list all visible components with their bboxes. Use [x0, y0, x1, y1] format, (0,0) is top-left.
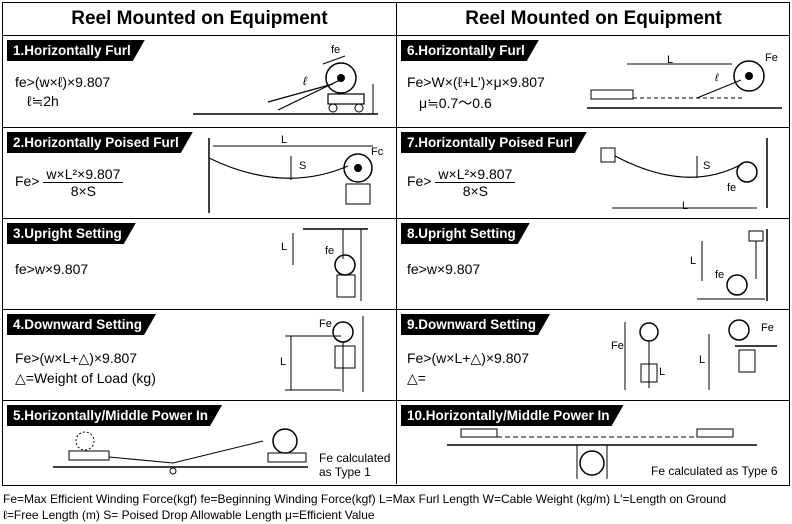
section-1-subformula: ℓ≒2h [27, 93, 59, 109]
section-9-diagram [624, 319, 777, 390]
section-6-diagram [587, 60, 782, 109]
section-4: 4.Downward Setting Fe>(w×L+△)×9.807 △=We… [3, 310, 396, 401]
section-7-numerator: w×L²×9.807 [435, 166, 516, 183]
section-3-diagram [292, 228, 368, 301]
section-7-formula: Fe> w×L²×9.807 8×S [407, 166, 516, 199]
section-6-label-l: ℓ [715, 72, 719, 84]
section-2-numerator: w×L²×9.807 [43, 166, 124, 183]
section-8: 8.Upright Setting fe>w×9.807 L fe [397, 219, 790, 310]
section-7-label-L: L [682, 200, 689, 212]
section-8-diagram [697, 229, 768, 301]
section-1-formula: fe>(w×ℓ)×9.807 [15, 74, 111, 90]
section-10-note: Fe calculated as Type 6 [651, 464, 778, 478]
section-6-label-L: L [667, 54, 674, 66]
section-4-label-L: L [280, 356, 287, 368]
section-8-label-fe: fe [715, 269, 725, 281]
section-4-subformula: △=Weight of Load (kg) [15, 370, 156, 386]
section-2: 2.Horizontally Poised Furl Fe> w×L²×9.80… [3, 128, 396, 219]
section-2-denominator: 8×S [70, 183, 97, 199]
section-7-label-fe: fe [727, 182, 737, 194]
section-5-header: 5.Horizontally/Middle Power In [7, 405, 222, 426]
section-6-subformula: μ≒0.7〜0.6 [419, 95, 492, 111]
section-6-label-Fe: Fe [765, 52, 778, 64]
section-8-header: 8.Upright Setting [401, 223, 530, 244]
section-2-diagram [208, 138, 373, 213]
section-6: 6.Horizontally Furl Fe>W×(ℓ+L')×μ×9.807 … [397, 36, 790, 128]
section-4-formula: Fe>(w×L+△)×9.807 [15, 350, 138, 366]
section-9-label-Fe-2: Fe [761, 322, 774, 334]
section-9: 9.Downward Setting Fe>(w×L+△)×9.807 △= F… [397, 310, 790, 401]
section-5: 5.Horizontally/Middle Power In Fe calcul… [3, 401, 396, 484]
section-6-formula: Fe>W×(ℓ+L')×μ×9.807 [407, 74, 545, 90]
legend-line-2: ℓ=Free Length (m) S= Poised Drop Allowab… [3, 508, 375, 522]
section-10-header: 10.Horizontally/Middle Power In [401, 405, 624, 426]
section-3-label-L: L [281, 241, 288, 253]
section-9-formula: Fe>(w×L+△)×9.807 [407, 350, 530, 366]
section-1-label-fe: fe [331, 44, 341, 56]
section-2-label-Fc: Fc [371, 146, 384, 158]
section-5-diagram [53, 428, 308, 475]
section-2-formula-prefix: Fe> [15, 173, 40, 190]
section-9-label-L-2: L [699, 354, 706, 366]
right-column: Reel Mounted on Equipment 6.Horizontally… [396, 3, 790, 484]
equipment-reel-table: Reel Mounted on Equipment 1.Horizontally… [2, 2, 790, 486]
section-6-header: 6.Horizontally Furl [401, 40, 539, 61]
right-column-title: Reel Mounted on Equipment [397, 3, 790, 36]
section-8-formula: fe>w×9.807 [407, 261, 481, 277]
section-4-header: 4.Downward Setting [7, 314, 156, 335]
section-10: 10.Horizontally/Middle Power In Fe calcu… [397, 401, 790, 484]
left-column-title: Reel Mounted on Equipment [3, 3, 396, 36]
legend-line-1: Fe=Max Efficient Winding Force(kgf) fe=B… [3, 492, 727, 506]
section-4-diagram [285, 316, 364, 392]
section-9-header: 9.Downward Setting [401, 314, 550, 335]
section-9-label-L: L [659, 366, 666, 378]
section-3: 3.Upright Setting fe>w×9.807 L fe [3, 219, 396, 310]
section-10-diagram [447, 428, 757, 479]
section-7: 7.Horizontally Poised Furl Fe> w×L²×9.80… [397, 128, 790, 219]
section-1-diagram [193, 55, 378, 115]
section-7-label-S: S [703, 160, 711, 172]
section-7-denominator: 8×S [462, 183, 489, 199]
section-1-header: 1.Horizontally Furl [7, 40, 145, 61]
section-2-header: 2.Horizontally Poised Furl [7, 132, 193, 153]
section-5-note-line-1: Fe calculated [319, 451, 391, 465]
section-3-formula: fe>w×9.807 [15, 261, 89, 277]
section-8-label-L: L [690, 255, 697, 267]
section-1: 1.Horizontally Furl fe>(w×ℓ)×9.807 ℓ≒2h … [3, 36, 396, 128]
section-5-note-line-2: as Type 1 [319, 465, 371, 479]
section-7-fraction: w×L²×9.807 8×S [435, 166, 516, 199]
section-7-diagram [600, 138, 768, 209]
section-2-fraction: w×L²×9.807 8×S [43, 166, 124, 199]
section-3-header: 3.Upright Setting [7, 223, 136, 244]
left-column: Reel Mounted on Equipment 1.Horizontally… [3, 3, 396, 484]
section-1-label-l: ℓ [303, 74, 307, 88]
section-7-header: 7.Horizontally Poised Furl [401, 132, 587, 153]
section-9-subformula: △= [407, 370, 426, 386]
section-2-label-S: S [299, 160, 307, 172]
section-2-label-L: L [281, 134, 288, 146]
section-7-formula-prefix: Fe> [407, 173, 432, 190]
section-4-label-Fe: Fe [319, 318, 332, 330]
section-3-label-fe: fe [325, 245, 335, 257]
section-2-formula: Fe> w×L²×9.807 8×S [15, 166, 124, 199]
section-9-label-Fe: Fe [611, 340, 624, 352]
